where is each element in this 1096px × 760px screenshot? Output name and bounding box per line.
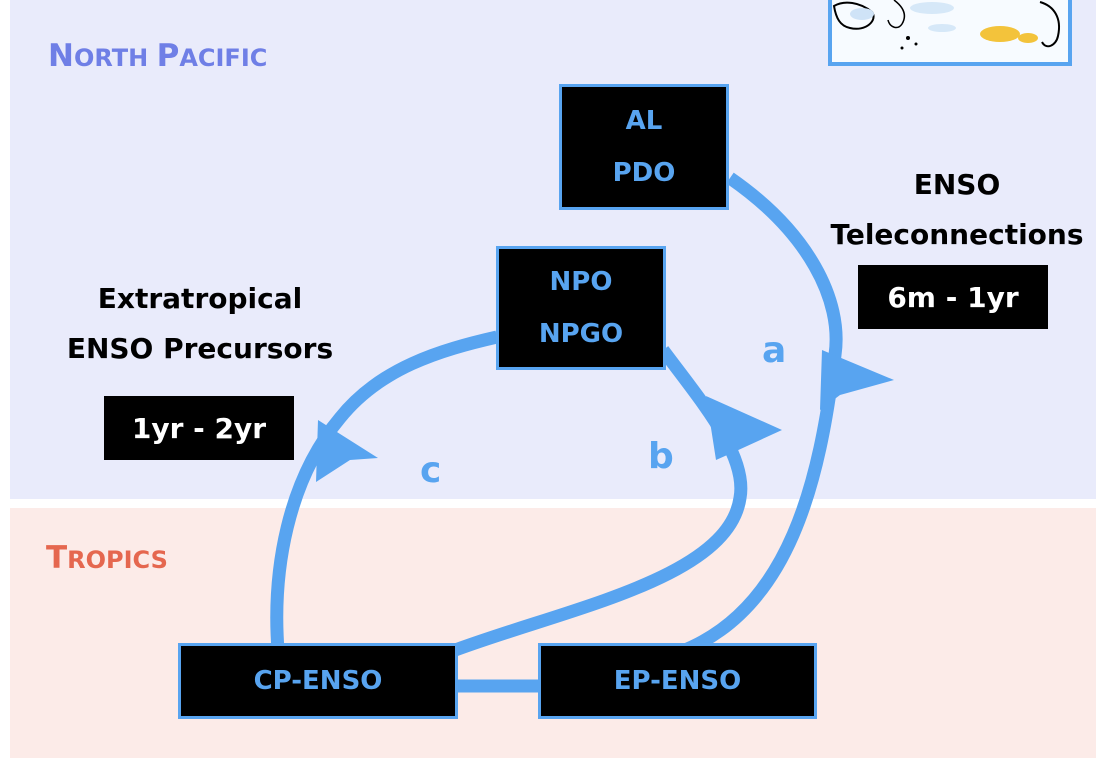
npo-label: NPO [549,267,613,297]
arrow-a-head [820,350,894,410]
tropics-title: Tropics [46,540,168,576]
precursors-label: Extratropical ENSO Precursors [66,282,334,365]
map-inset [828,0,1072,66]
ep-enso-label: EP-ENSO [613,666,742,696]
al-label: AL [625,106,663,136]
arrow-b-label: b [648,436,674,477]
cp-enso-label: CP-ENSO [253,666,383,696]
arrow-c-head [316,420,378,482]
arrow-c-path [270,330,499,651]
cp-enso-box: CP-ENSO [178,643,458,719]
arrow-a-label: a [762,330,787,371]
arrow-b-path [447,346,748,659]
teleconnections-label: ENSO Teleconnections [830,168,1084,251]
arrow-b-head [706,396,782,460]
npgo-label: NPGO [538,319,624,349]
map-inset-graphic [832,0,1060,50]
npo-npgo-box: NPO NPGO [496,246,666,370]
al-pdo-box: AL PDO [559,84,729,210]
north-pacific-title: North Pacific [48,38,268,74]
arrow-c-label: c [420,450,442,491]
pdo-label: PDO [612,158,676,188]
teleconnections-range: 6m - 1yr [858,265,1048,329]
ep-enso-box: EP-ENSO [538,643,817,719]
precursors-range: 1yr - 2yr [104,396,294,460]
